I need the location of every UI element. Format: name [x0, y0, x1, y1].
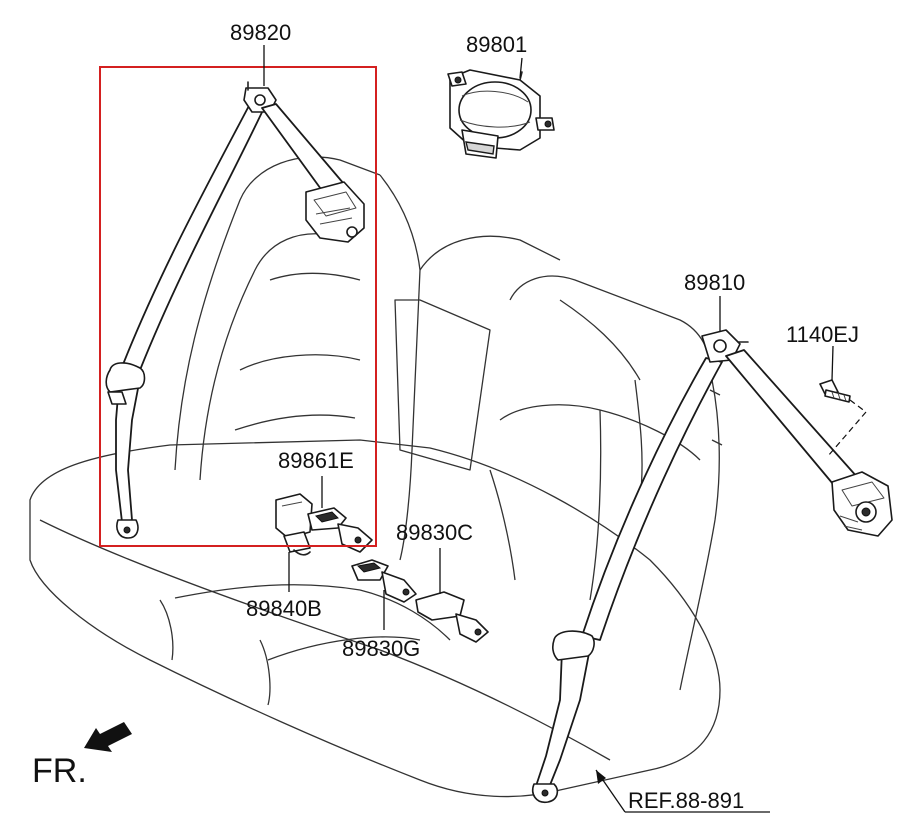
label-89861E: 89861E: [278, 448, 354, 473]
label-89820: 89820: [230, 20, 291, 45]
rear-seat-outline: [29, 156, 723, 798]
leader-lines: [263, 45, 834, 813]
bolt-1140EJ: [819, 379, 867, 457]
buckle-89830G: [351, 559, 417, 603]
left-seat-belt-assembly: [105, 81, 365, 539]
label-1140EJ: 1140EJ: [786, 322, 859, 347]
label-89830C: 89830C: [396, 520, 473, 545]
buckle-89830C: [415, 591, 489, 643]
label-89840B: 89840B: [246, 596, 322, 621]
label-front: FR.: [32, 752, 87, 790]
center-retractor-89801: [447, 69, 555, 159]
label-ref: REF.88-891: [628, 788, 744, 813]
right-seat-belt-assembly: [532, 329, 893, 804]
arrow-down-left-icon: [84, 722, 132, 752]
label-89810: 89810: [684, 270, 745, 295]
highlight-box: [99, 66, 377, 547]
label-89830G: 89830G: [342, 636, 420, 661]
label-89801: 89801: [466, 32, 527, 57]
